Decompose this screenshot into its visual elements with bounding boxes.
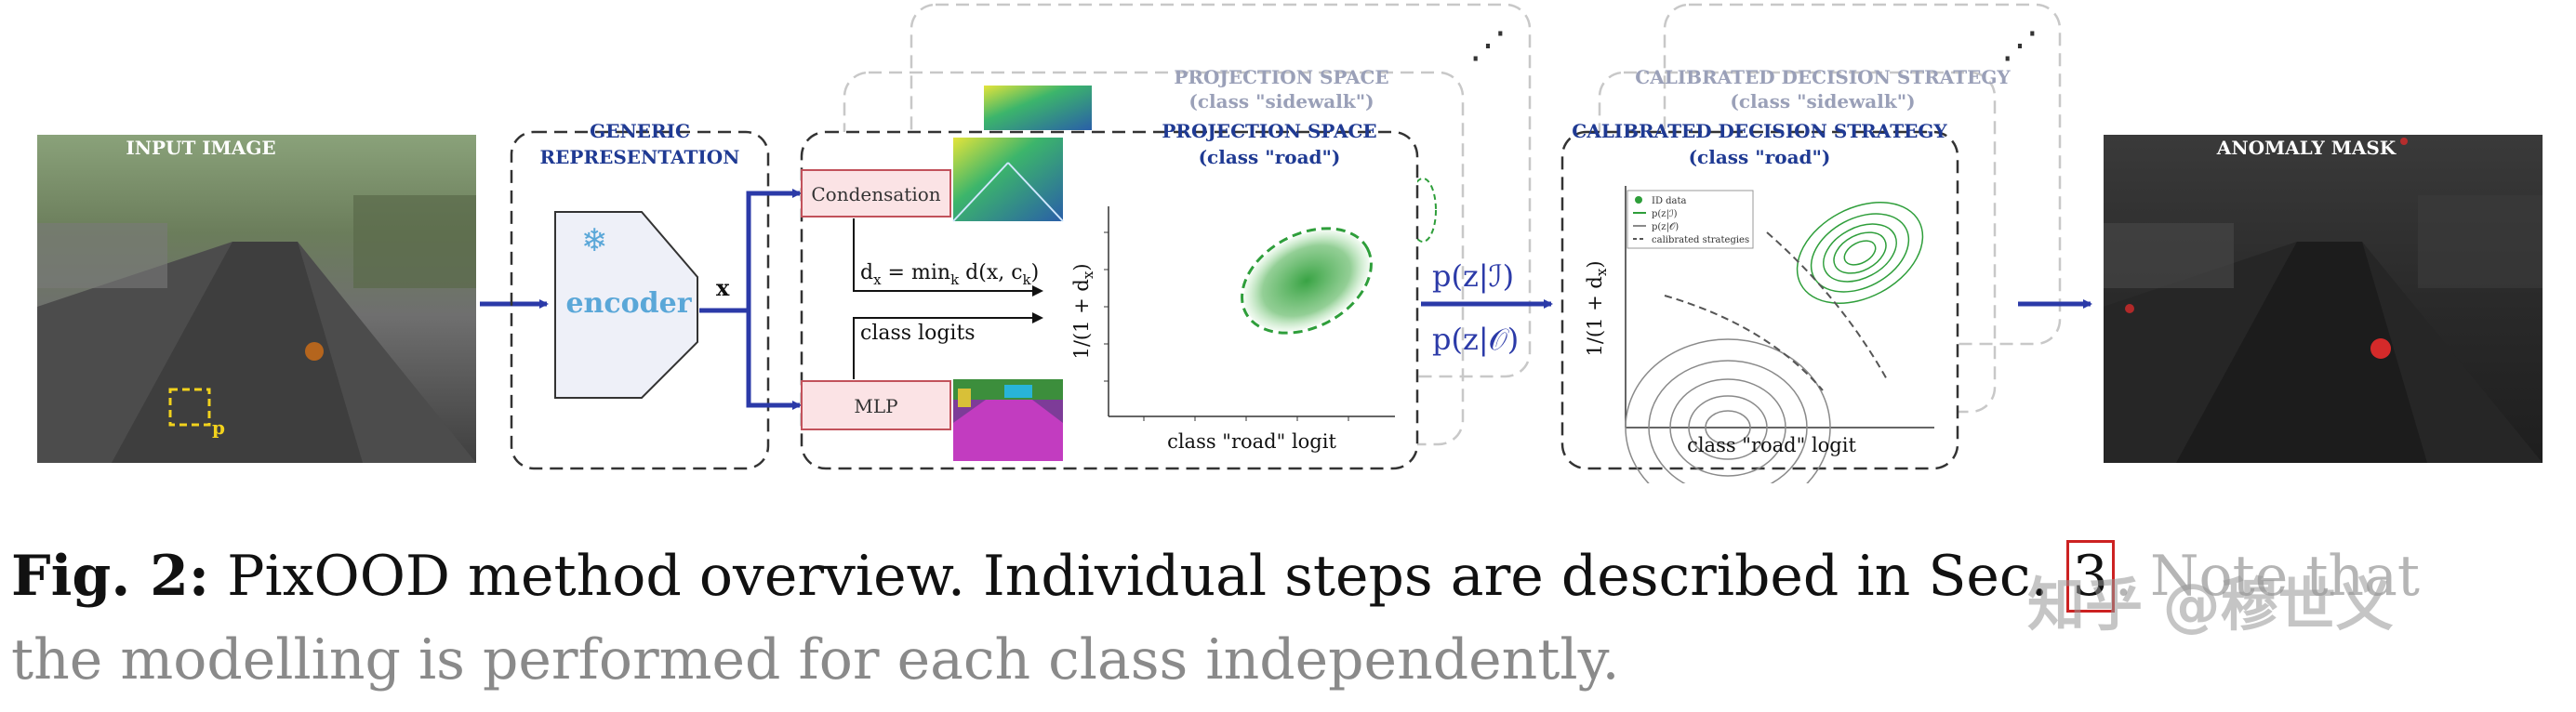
legend-id-density: p(z|ℐ): [1652, 209, 1678, 219]
condensation-heatmap: [953, 138, 1063, 221]
figure-caption: Fig. 2: PixOOD method overview. Individu…: [11, 534, 2559, 702]
encoder-label: encoder: [565, 287, 692, 320]
ood-density-contours: [1625, 338, 1831, 483]
detected-anomaly: [2370, 338, 2391, 359]
projection-ghost-stack: ⋰ PROJECTION SPACE (class "sidewalk"): [843, 3, 1532, 446]
legend-ood-density: p(z|𝒪): [1652, 222, 1679, 232]
decision-ghost-title-line2: (class "sidewalk"): [1730, 90, 1915, 112]
projection-xlabel: class "road" logit: [1167, 430, 1336, 453]
caption-text-line1: PixOOD method overview. Individual steps…: [209, 544, 2066, 609]
decision-ylabel: 1/(1 + dx): [1584, 260, 1610, 356]
condensation-box: [801, 169, 951, 218]
generic-title-line1: GENERIC: [590, 120, 690, 142]
section-reference-link[interactable]: 3: [2065, 540, 2115, 613]
decision-ellipsis: ⋰: [2001, 24, 2038, 67]
projection-title-line1: PROJECTION SPACE: [1162, 120, 1376, 142]
distance-formula: dx = mink d(x, ck): [860, 261, 1039, 288]
calibrated-strategy-curves: [1664, 231, 1889, 391]
generic-title-line2: REPRESENTATION: [540, 146, 740, 168]
snowflake-icon: ❄: [581, 222, 608, 259]
legend-calibrated-strategies: calibrated strategies: [1652, 235, 1749, 245]
id-data-cluster: [1243, 230, 1370, 332]
arrow-logits: [853, 312, 1043, 379]
feature-symbol: x: [716, 274, 730, 301]
class-logits-label: class logits: [860, 322, 976, 345]
generic-representation-panel: GENERIC REPRESENTATION ❄ encoder x: [510, 120, 770, 470]
encoder-shape: [554, 211, 698, 399]
mapping-label-bottom: p(z|𝒪): [1432, 322, 1519, 357]
projection-ellipsis: ⋰: [1469, 24, 1507, 67]
projection-ylabel: 1/(1 + dx): [1070, 263, 1096, 359]
mlp-box: [801, 380, 951, 430]
figure-label: Fig. 2:: [11, 544, 210, 609]
condensation-label: Condensation: [811, 183, 940, 205]
decision-ghost-title-line1: CALIBRATED DECISION STRATEGY: [1635, 66, 2011, 88]
density-mapping: p(z|ℐ) p(z|𝒪): [1421, 258, 1553, 357]
decision-title-line2: (class "road"): [1689, 146, 1831, 168]
projection-scatter-plot: class "road" logit 1/(1 + dx): [1070, 206, 1395, 453]
anomaly-mask-title: ANOMALY MASK: [2216, 137, 2397, 159]
id-data-boundary: [1241, 227, 1373, 335]
pixel-label: p: [212, 416, 225, 439]
projection-ghost-title-line1: PROJECTION SPACE: [1174, 66, 1388, 88]
decision-xlabel: class "road" logit: [1687, 434, 1856, 456]
decision-title-line1: CALIBRATED DECISION STRATEGY: [1572, 120, 1947, 142]
mlp-label: MLP: [854, 395, 897, 417]
projection-space-panel: PROJECTION SPACE (class "road") Condensa…: [800, 120, 1419, 470]
caption-text-line2: the modelling is performed for each clas…: [11, 627, 1620, 692]
method-overview-figure: p INPUT IMAGE GENERIC REPRESENTATION ❄ e…: [37, 3, 2543, 483]
decision-legend: ID data p(z|ℐ) p(z|𝒪) calibrated strateg…: [1627, 190, 1754, 249]
caption-text-line1-end: . Note that: [2114, 544, 2420, 609]
watermark: 知乎 @穆世义: [2027, 571, 2394, 639]
pixel-marker-box: [168, 388, 211, 427]
projection-title-line2: (class "road"): [1199, 146, 1341, 168]
arrow-to-mlp: [746, 310, 802, 410]
road-object: [305, 342, 324, 361]
segmentation-thumbnail: [953, 379, 1063, 461]
projection-ghost-title-line2: (class "sidewalk"): [1188, 90, 1374, 112]
arrow-to-condensation: [699, 189, 802, 313]
mapping-label-top: p(z|ℐ): [1432, 258, 1514, 294]
arrow-distance: [853, 218, 1043, 297]
legend-id-data: ID data: [1652, 196, 1687, 206]
decision-strategy-panel: CALIBRATED DECISION STRATEGY (class "roa…: [1560, 120, 1959, 483]
anomaly-mask-panel: ANOMALY MASK: [2104, 135, 2543, 463]
input-image-title: INPUT IMAGE: [126, 137, 275, 159]
input-image-panel: p INPUT IMAGE: [37, 135, 476, 463]
decision-contour-plot: ID data p(z|ℐ) p(z|𝒪) calibrated strateg…: [1584, 186, 1934, 483]
